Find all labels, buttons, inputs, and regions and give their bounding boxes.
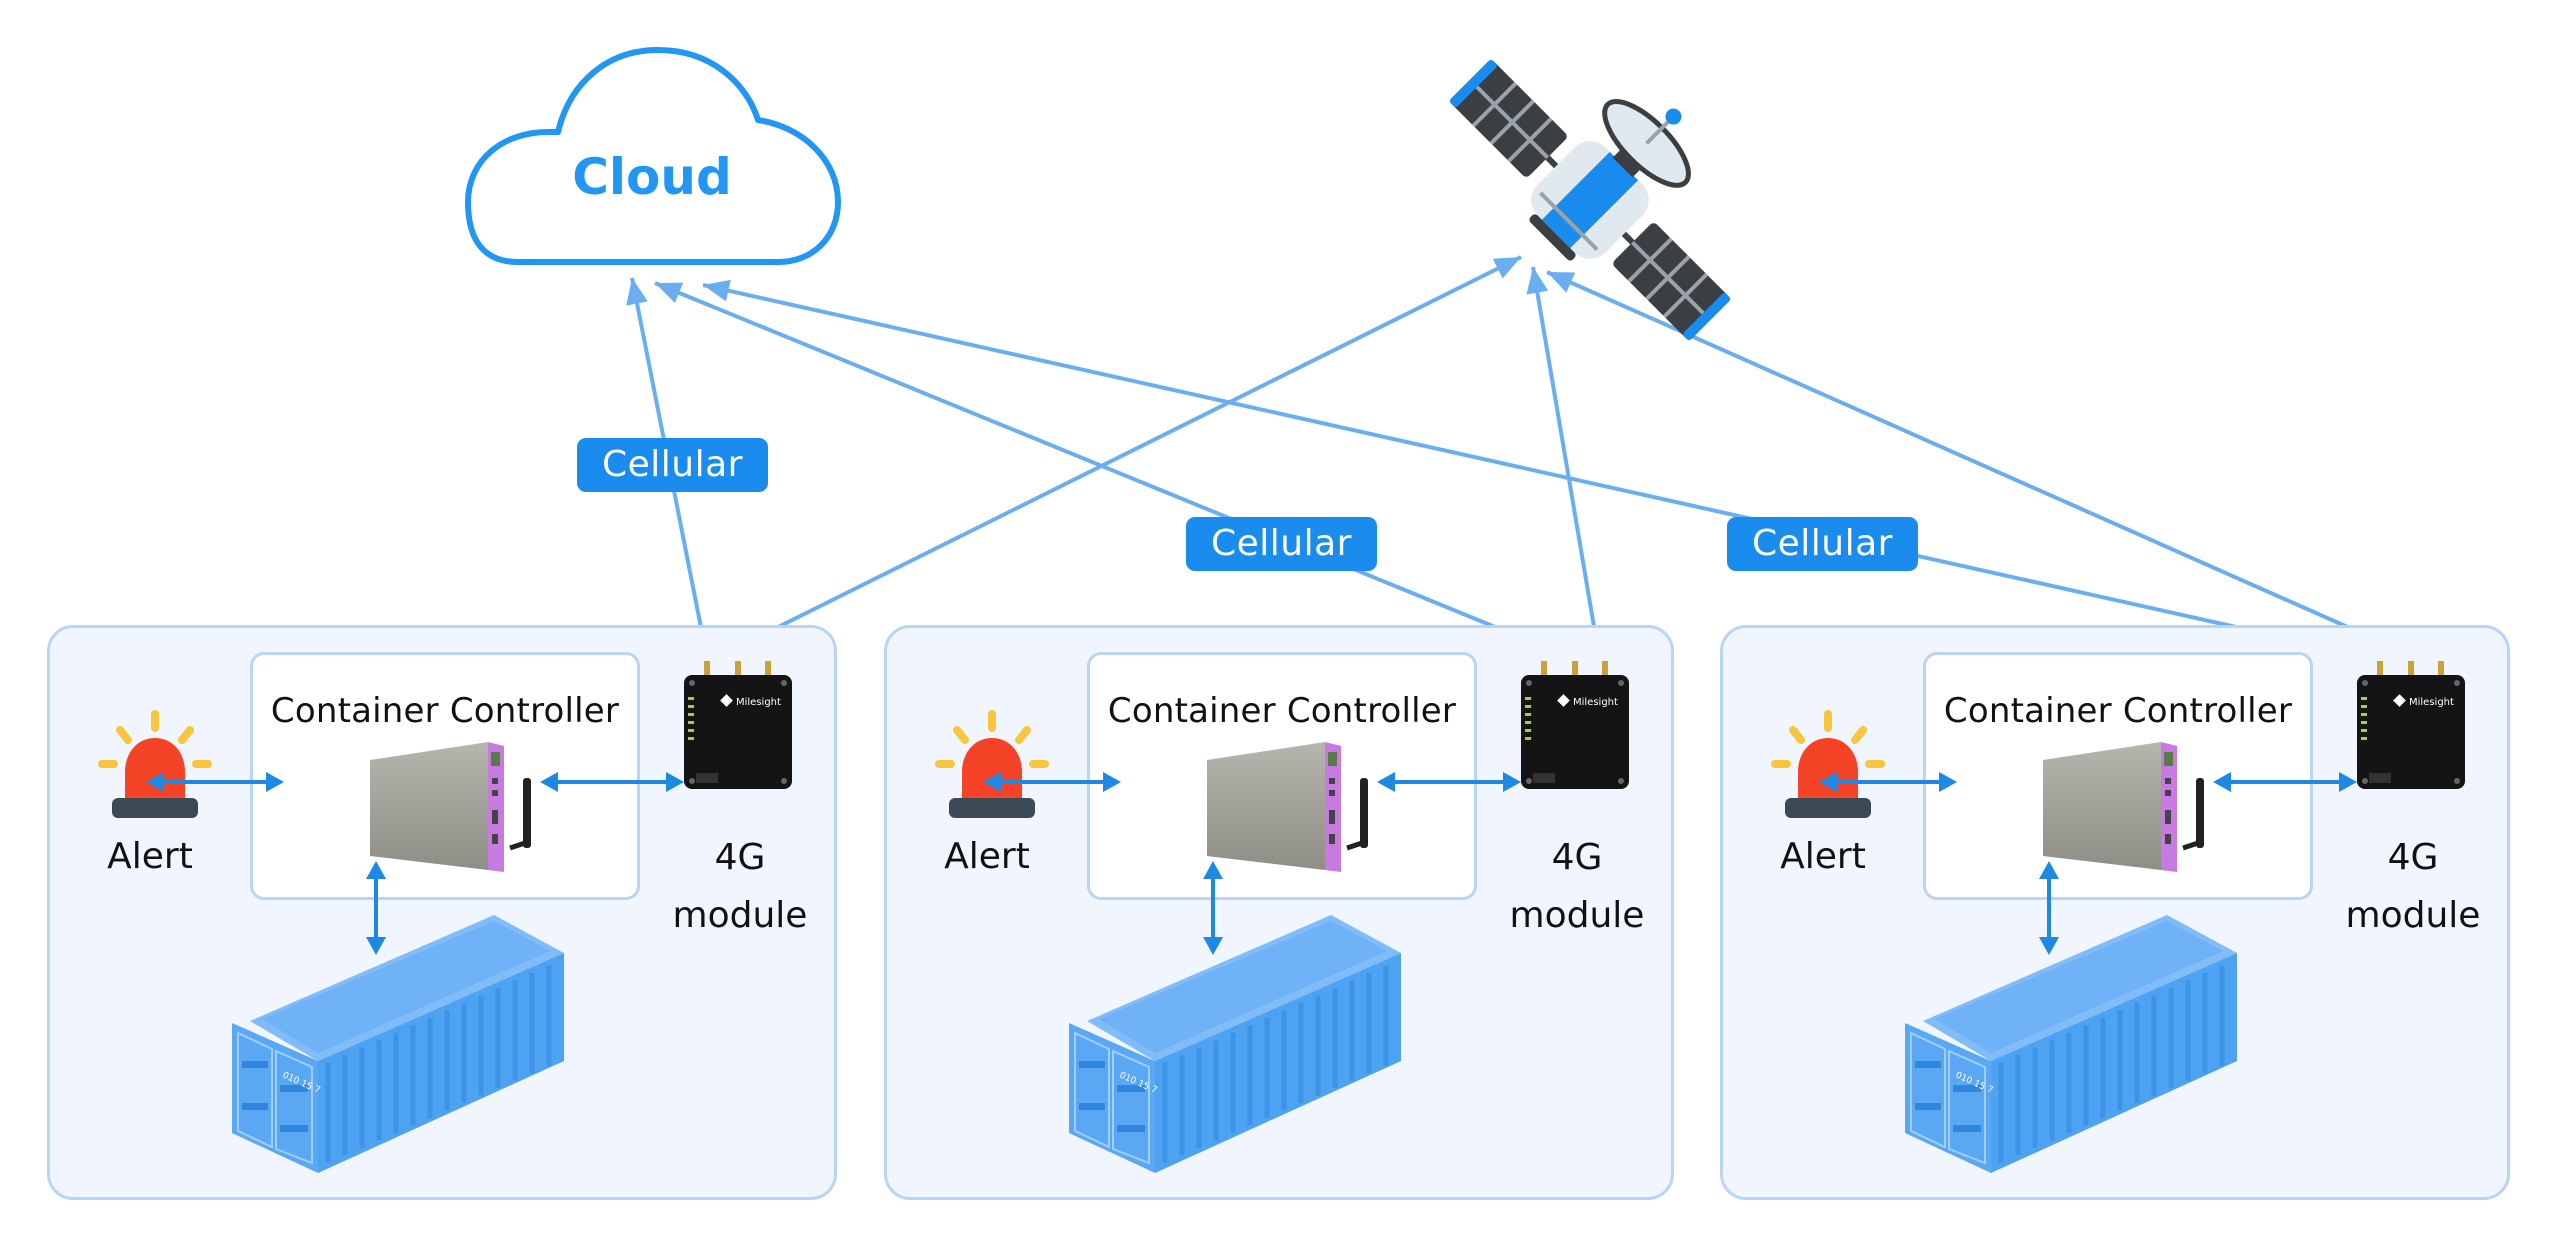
cellular-badge-1: Cellular: [577, 438, 768, 492]
router-icon: Milesight: [1521, 661, 1629, 789]
container-controller-device: [1207, 742, 1368, 872]
controller-title: Container Controller: [1107, 691, 1457, 731]
module-brand: Milesight: [736, 697, 781, 708]
alert-beacon-icon: [1771, 710, 1885, 818]
shipping-container-icon: 010 15 7: [1905, 915, 2237, 1173]
link-line-4: [717, 255, 1522, 659]
module-brand: Milesight: [1573, 697, 1618, 708]
module-label-line-1: 4G: [1551, 837, 1603, 878]
cellular-badge-2: Cellular: [1186, 517, 1377, 571]
satellite-icon: [1449, 59, 1731, 341]
controller-title: Container Controller: [1943, 691, 2293, 731]
alert-label: Alert: [944, 836, 1030, 877]
module-label-line-2: module: [2345, 895, 2481, 936]
cloud-icon: [465, 47, 841, 265]
4g-module-device: Milesight: [2355, 661, 2467, 791]
container-panel-1: Container Controller Alert: [47, 625, 837, 1200]
container-controller-device: [370, 742, 531, 872]
module-label-line-2: module: [672, 895, 808, 936]
arrowhead: [703, 279, 731, 302]
4g-module-device: Milesight: [682, 661, 794, 791]
module-brand: Milesight: [2409, 697, 2454, 708]
shipping-container-icon: 010 15 7: [1069, 915, 1401, 1173]
module-label-line-1: 4G: [714, 837, 766, 878]
link-line-2: [654, 281, 1584, 665]
link-line-3: [702, 283, 2421, 670]
link-line-6: [1546, 270, 2441, 670]
container-panel-2: Container Controller Alert: [884, 625, 1674, 1200]
module-label-line-1: 4G: [2387, 837, 2439, 878]
arrowhead: [626, 278, 648, 306]
router-icon: Milesight: [684, 661, 792, 789]
arrowhead: [1547, 272, 1576, 293]
container-controller-device: [2043, 742, 2204, 872]
arrowhead: [655, 282, 684, 304]
cellular-badge-3: Cellular: [1727, 517, 1918, 571]
arrowhead: [1526, 267, 1549, 295]
4g-module-device: Milesight: [1519, 661, 1631, 791]
alert-label: Alert: [107, 836, 193, 877]
module-label-line-2: module: [1509, 895, 1645, 936]
link-line-5: [1531, 266, 1602, 663]
container-panel-3: Container Controller Alert: [1720, 625, 2510, 1200]
router-icon: Milesight: [2357, 661, 2465, 789]
alert-beacon-icon: [935, 710, 1049, 818]
alert-label: Alert: [1780, 836, 1866, 877]
shipping-container-icon: 010 15 7: [232, 915, 564, 1173]
alert-beacon-icon: [98, 710, 212, 818]
arrowhead: [1492, 257, 1521, 279]
controller-title: Container Controller: [270, 691, 620, 731]
cloud-label: Cloud: [572, 148, 732, 206]
